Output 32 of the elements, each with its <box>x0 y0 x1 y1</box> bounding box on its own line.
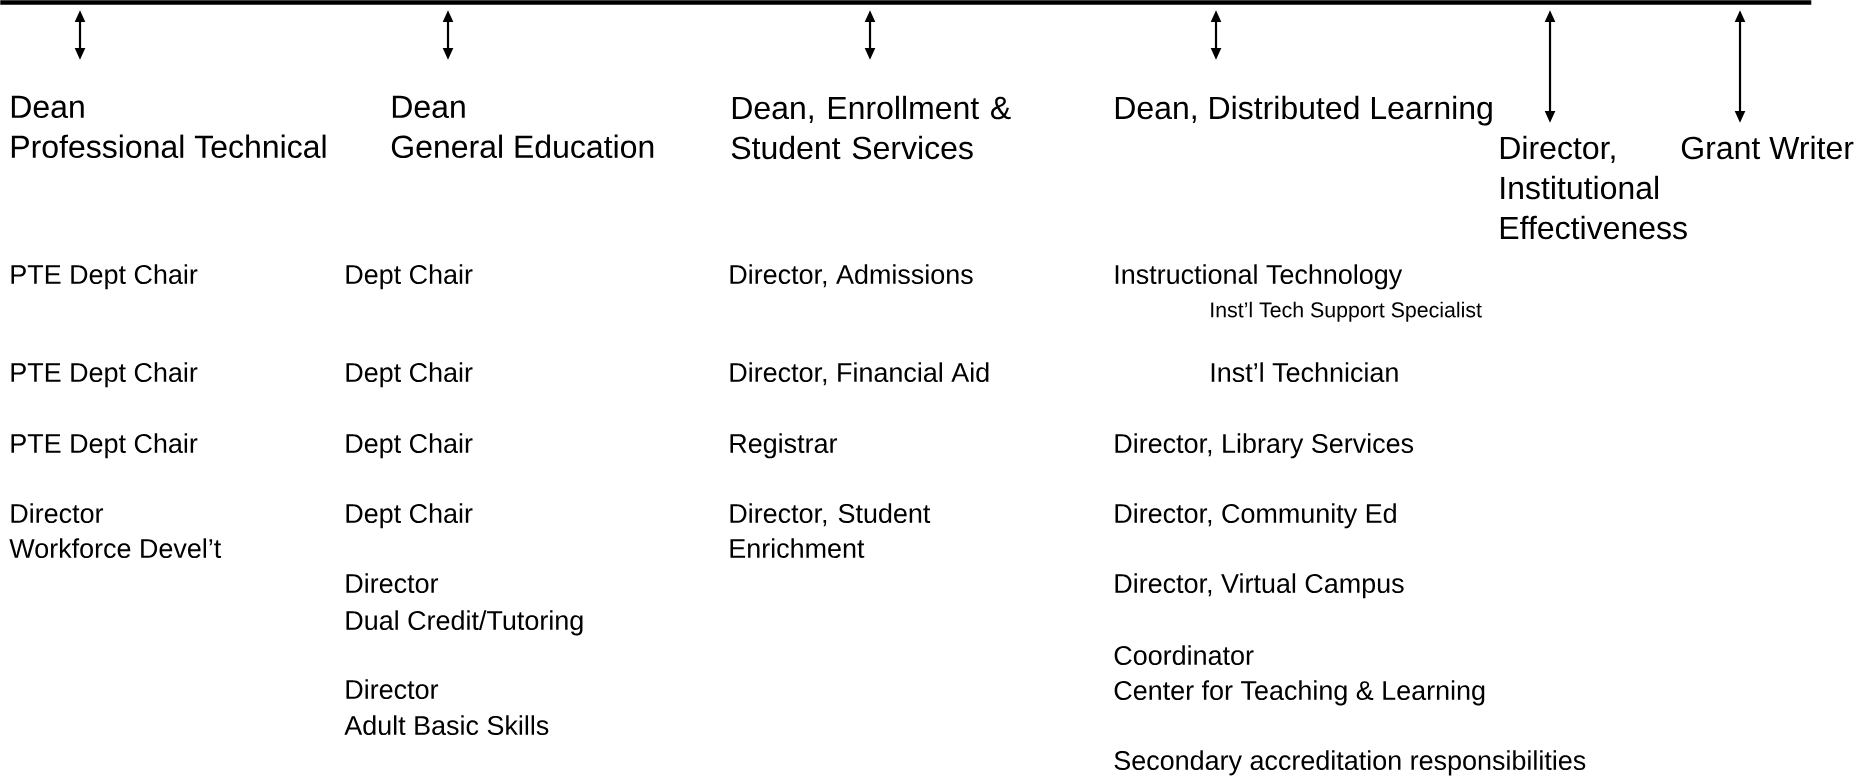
role-label: Instructional Technology <box>1115 264 1403 290</box>
role-label: Director, Virtual Campus <box>1115 573 1404 599</box>
role-label: Coordinator <box>1114 645 1254 666</box>
position-title: Grant Writer <box>1681 135 1854 160</box>
role-label: Director <box>346 679 439 700</box>
role-label: Dept Chair <box>346 264 473 290</box>
role-label: Director, Community Ed <box>1115 503 1396 529</box>
role-label: PTE Dept Chair <box>11 433 198 459</box>
role-label: Dual Credit/Tutoring <box>346 610 583 636</box>
role-label: Inst’l Tech Support Specialist <box>1211 301 1482 322</box>
role-label: Registrar <box>730 433 838 459</box>
role-label: Dept Chair <box>346 503 473 529</box>
role-label: Director, Student Enrichment <box>730 503 931 558</box>
position-title: Dean, Distributed Learning <box>1115 95 1492 126</box>
role-label: Dept Chair <box>346 433 473 459</box>
position-title: Dean Professional Technical <box>11 95 326 159</box>
role-label: Center for Teaching & Learning <box>1114 680 1485 706</box>
role-label: Dept Chair <box>346 362 473 388</box>
role-label: Workforce Devel’t <box>9 538 222 559</box>
role-label: Director <box>346 573 439 594</box>
role-label: Director <box>11 503 104 524</box>
position-title: Dean General Education <box>391 95 654 159</box>
role-label: PTE Dept Chair <box>11 362 198 388</box>
role-label: Secondary accreditation responsibilities <box>1114 750 1586 776</box>
role-label: Director, Admissions <box>730 264 973 288</box>
role-label: Adult Basic Skills <box>344 715 549 736</box>
role-label: Director, Financial Aid <box>730 362 989 386</box>
position-title: Dean, Enrollment & Student Services <box>731 95 1011 160</box>
role-label: Director, Library Services <box>1115 433 1414 459</box>
role-label: PTE Dept Chair <box>11 264 198 290</box>
role-label: Inst’l Technician <box>1211 362 1398 383</box>
reporting-bar <box>0 0 1812 5</box>
